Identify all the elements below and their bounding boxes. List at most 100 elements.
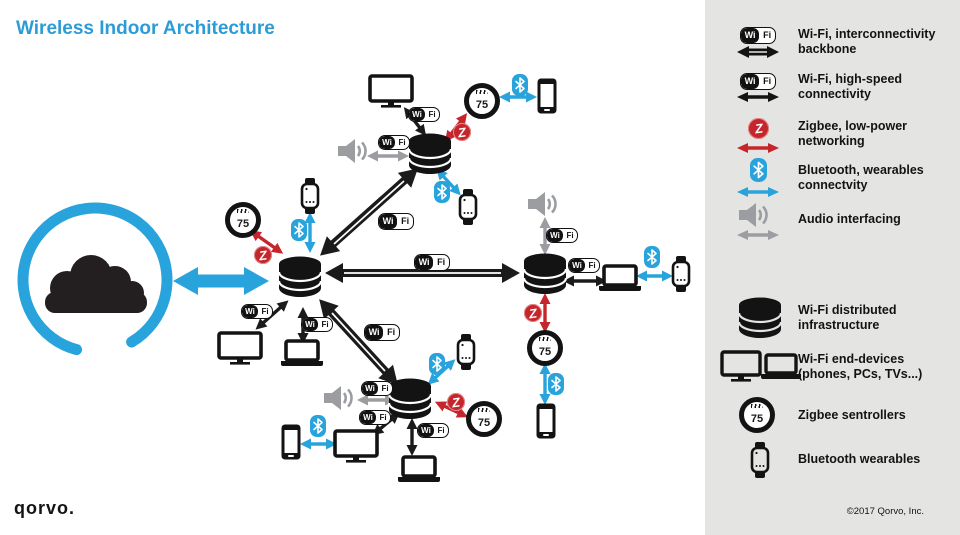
wifi-badge-fi: Fi (387, 327, 396, 337)
backbone-central-bottom-stripe (331, 312, 386, 372)
backbone-central-bottom (319, 299, 398, 385)
wifi-badge-fi: Fi (437, 257, 446, 267)
legend-label-end-devices: Wi-Fi end-devices (phones, PCs, TVs...) (798, 352, 923, 381)
speaker-icon-tophub (338, 138, 372, 169)
bluetooth-icon-central (291, 219, 307, 246)
wifi-badge-fi: Fi (566, 231, 574, 240)
wifi-badge-fi: Fi (398, 138, 406, 147)
phone-icon-right (535, 402, 557, 445)
wifi-badge-wi: Wi (360, 411, 377, 424)
thermostat-value: 75 (236, 218, 250, 230)
zigbee-icon-bottom: Z (447, 393, 465, 411)
legend-label-audio: Audio interfacing (798, 212, 901, 226)
wifi-badge-wi: Wi (418, 424, 435, 437)
hub-icon (737, 297, 783, 338)
bluetooth-icon-top-phone (512, 74, 528, 101)
thermostat-icon-bottom: 75 (466, 401, 502, 437)
tv-icon-bottom (333, 429, 379, 468)
phone-icon-bottom (280, 423, 302, 466)
backbone-central-top (320, 168, 418, 256)
laptop-icon-right (597, 264, 643, 299)
zigbee-icon: Z (748, 118, 769, 139)
wifi-badge-wi: Wi (379, 214, 398, 229)
zigbee-z: Z (258, 247, 268, 263)
legend-label-sentrollers: Zigbee sentrollers (798, 408, 906, 422)
bluetooth-icon-right-watch (644, 246, 660, 273)
zigbee-icon-top: Z (453, 123, 471, 141)
bluetooth-icon-right-phone (548, 373, 564, 400)
thermostat-icon-top: 75 (464, 83, 500, 119)
bluetooth-icon-tophub (434, 181, 450, 208)
audio-arrow-icon (737, 230, 779, 240)
tv-icon (720, 350, 762, 382)
speaker-icon (739, 203, 768, 227)
bluetooth-arrow-icon (737, 187, 779, 197)
hub-icon-central (276, 255, 324, 304)
legend-label-zigbee: Zigbee, low-power networking (798, 119, 908, 148)
wifi-badge-fi: Fi (401, 216, 410, 226)
wifi-badge-wi: Wi (362, 382, 379, 395)
zigbee-icon-central: Z (254, 246, 272, 264)
wifi-badge-wi: Wi (741, 74, 760, 89)
tv-icon-central (217, 331, 263, 370)
watch-icon (750, 442, 770, 478)
wifi-badge-wi: Wi (379, 136, 396, 149)
thermostat-icon-right: 75 (527, 330, 563, 366)
wifi-badge-fi: Fi (437, 426, 445, 435)
watch-icon-right (671, 256, 691, 297)
wifi-badge-fi: Fi (588, 261, 596, 270)
wifi-badge-fi: Fi (379, 413, 387, 422)
legend-label-backbone: Wi-Fi, interconnectivity backbone (798, 27, 936, 56)
thermostat-icon: 75 (739, 397, 775, 433)
wifi-badge-wi: Wi (741, 28, 760, 43)
wifi-badge-fi: Fi (321, 320, 329, 329)
backbone-arrow-icon (737, 46, 779, 58)
wifi-badge-fi: Fi (763, 30, 772, 40)
speaker-icon-bottomhub (324, 385, 358, 416)
thermostat-value: 75 (538, 346, 552, 358)
wifi-badge-wi: Wi (302, 318, 319, 331)
thermostat-value: 75 (750, 413, 764, 425)
legend-label-infrastructure: Wi-Fi distributed infrastructure (798, 303, 897, 332)
cloud-icon (15, 200, 175, 365)
wifi-badge-wi: Wi (547, 229, 564, 242)
thermostat-value: 75 (475, 99, 489, 111)
wifi-badge-wi: Wi (242, 305, 259, 318)
page-title: Wireless Indoor Architecture (16, 18, 275, 39)
bluetooth-icon-bottom-phone (310, 415, 326, 442)
zigbee-z: Z (451, 394, 461, 410)
wifi-arrow-icon (737, 92, 779, 102)
wifi-badge-fi: Fi (381, 384, 389, 393)
zigbee-z: Z (457, 124, 467, 140)
wifi-badge-wi: Wi (569, 259, 586, 272)
wifi-badge-wi: Wi (409, 108, 426, 121)
wifi-badge-fi: Fi (428, 110, 436, 119)
bluetooth-icon (750, 158, 767, 182)
thermostat-icon-central: 75 (225, 202, 261, 238)
legend-label-bluetooth: Bluetooth, wearables connectvity (798, 163, 924, 192)
hub-icon-right (521, 252, 569, 301)
wifi-badge-wi: Wi (365, 325, 384, 340)
zigbee-arrow-icon (737, 143, 779, 153)
watch-icon-tophub (458, 189, 478, 230)
zigbee-z: Z (753, 120, 764, 137)
qorvo-logo: Qorvo. (14, 498, 76, 518)
hub-icon-top (406, 132, 454, 181)
zigbee-icon-right: Z (524, 304, 542, 322)
tv-icon-top (368, 74, 414, 113)
